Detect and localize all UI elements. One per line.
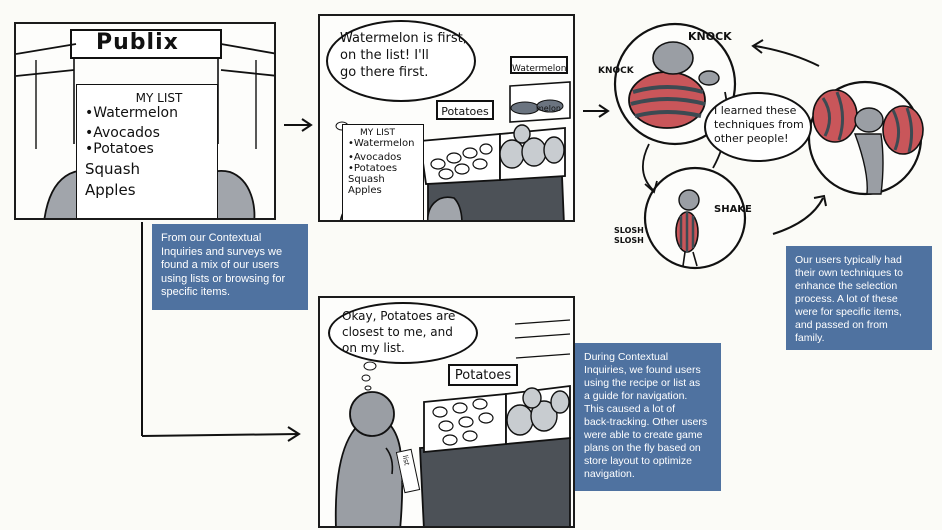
speech-text: Watermelon is first, on the list! I'll g…: [340, 30, 467, 81]
sign-potatoes: Potatoes: [448, 364, 518, 386]
list-item: Apples: [85, 181, 136, 199]
knock-label: KNOCK: [688, 30, 732, 43]
caption-line: a guide for navigation.: [584, 390, 688, 402]
technique-circles-drawing: [613, 22, 924, 270]
knock-label: KNOCK: [598, 66, 634, 76]
caption-line: their own techniques to: [795, 267, 903, 279]
list-item: •Potatoes: [348, 163, 398, 174]
sign-potatoes: Potatoes: [436, 100, 494, 120]
list-item: •Watermelon: [348, 138, 415, 149]
caption-line: and passed on from: [795, 319, 888, 331]
caption-box: Our users typically had their own techni…: [786, 246, 932, 350]
caption-line: using lists or browsing for: [161, 272, 286, 285]
speech-line: on my list.: [342, 341, 405, 355]
caption-box: From our Contextual Inquiries and survey…: [152, 224, 308, 310]
speech-line: on the list! I'll: [340, 48, 429, 63]
slosh-label: SLOSH SLOSH: [614, 226, 644, 245]
caption-line: specific items.: [161, 286, 231, 298]
caption-line: During Contextual: [584, 351, 669, 363]
caption-line: This caused a lot of: [584, 403, 676, 415]
caption-line: enhance the selection: [795, 280, 898, 292]
caption-line: navigation.: [584, 468, 635, 480]
arrow-right-icon: [284, 118, 313, 132]
caption-line: were able to create game: [584, 429, 703, 441]
caption-line: From our Contextual: [161, 232, 262, 244]
caption-line: process. A lot of these: [795, 293, 898, 305]
sign-melon: melon: [536, 104, 561, 113]
caption-line: found a mix of our users: [161, 259, 280, 271]
list-title: MY LIST: [135, 91, 183, 105]
caption-line: store layout to optimize: [584, 455, 692, 467]
comic-panel-3: Okay, Potatoes are closest to me, and on…: [318, 296, 575, 528]
speech-bubble: [326, 20, 476, 102]
speech-line: go there first.: [340, 65, 429, 80]
speech-text: Okay, Potatoes are closest to me, and on…: [342, 308, 455, 356]
shopping-list-paper: MY LIST •Watermelon •Avocados •Potatoes …: [342, 124, 424, 220]
speech-bubble: [328, 302, 478, 364]
list-item: •Potatoes: [85, 141, 154, 157]
shopper-at-stand-drawing: [334, 319, 571, 526]
caption-line: plans on the fly based on: [584, 442, 701, 454]
speech-line: techniques from: [714, 118, 804, 131]
list-item: •Avocados: [348, 152, 402, 163]
caption-line: using the recipe or list as: [584, 377, 701, 389]
caption-line: were for specific items,: [795, 306, 902, 318]
caption-line: Our users typically had: [795, 254, 902, 266]
list-title: MY LIST: [360, 128, 396, 138]
sign-watermelon: Watermelon: [510, 56, 568, 74]
speech-text: I learned these techniques from other pe…: [714, 104, 804, 146]
caption-line: back-tracking. Other users: [584, 416, 708, 428]
speech-line: closest to me, and: [342, 325, 453, 339]
speech-bubble: [704, 92, 812, 162]
speech-line: I learned these: [714, 104, 797, 117]
caption-line: Inquiries, we found users: [584, 364, 701, 376]
list-item: •Avocados: [85, 125, 160, 141]
connector-arrow-icon: [141, 222, 301, 442]
shake-label: SHAKE: [714, 204, 752, 215]
comic-panel-2: Watermelon is first, on the list! I'll g…: [318, 14, 575, 222]
list-item: Squash: [348, 174, 385, 185]
comic-panel-1: Publix MY LIST •Watermelon •Avocados •Po…: [14, 22, 276, 220]
list-item: Apples: [348, 185, 382, 196]
produce-stand-drawing: [335, 81, 571, 220]
speech-line: Watermelon is first,: [340, 31, 467, 46]
speech-line: Okay, Potatoes are: [342, 309, 456, 323]
arrow-right-icon: [583, 104, 610, 118]
shopping-list-paper: MY LIST •Watermelon •Avocados •Potatoes …: [76, 84, 218, 218]
store-sign: Publix: [96, 30, 179, 55]
caption-line: family.: [795, 332, 825, 344]
speech-line: other people!: [714, 132, 789, 145]
list-item: Squash: [85, 160, 141, 178]
caption-line: Inquiries and surveys we: [161, 245, 283, 258]
caption-box: During Contextual Inquiries, we found us…: [575, 343, 721, 491]
list-item: •Watermelon: [85, 105, 178, 121]
